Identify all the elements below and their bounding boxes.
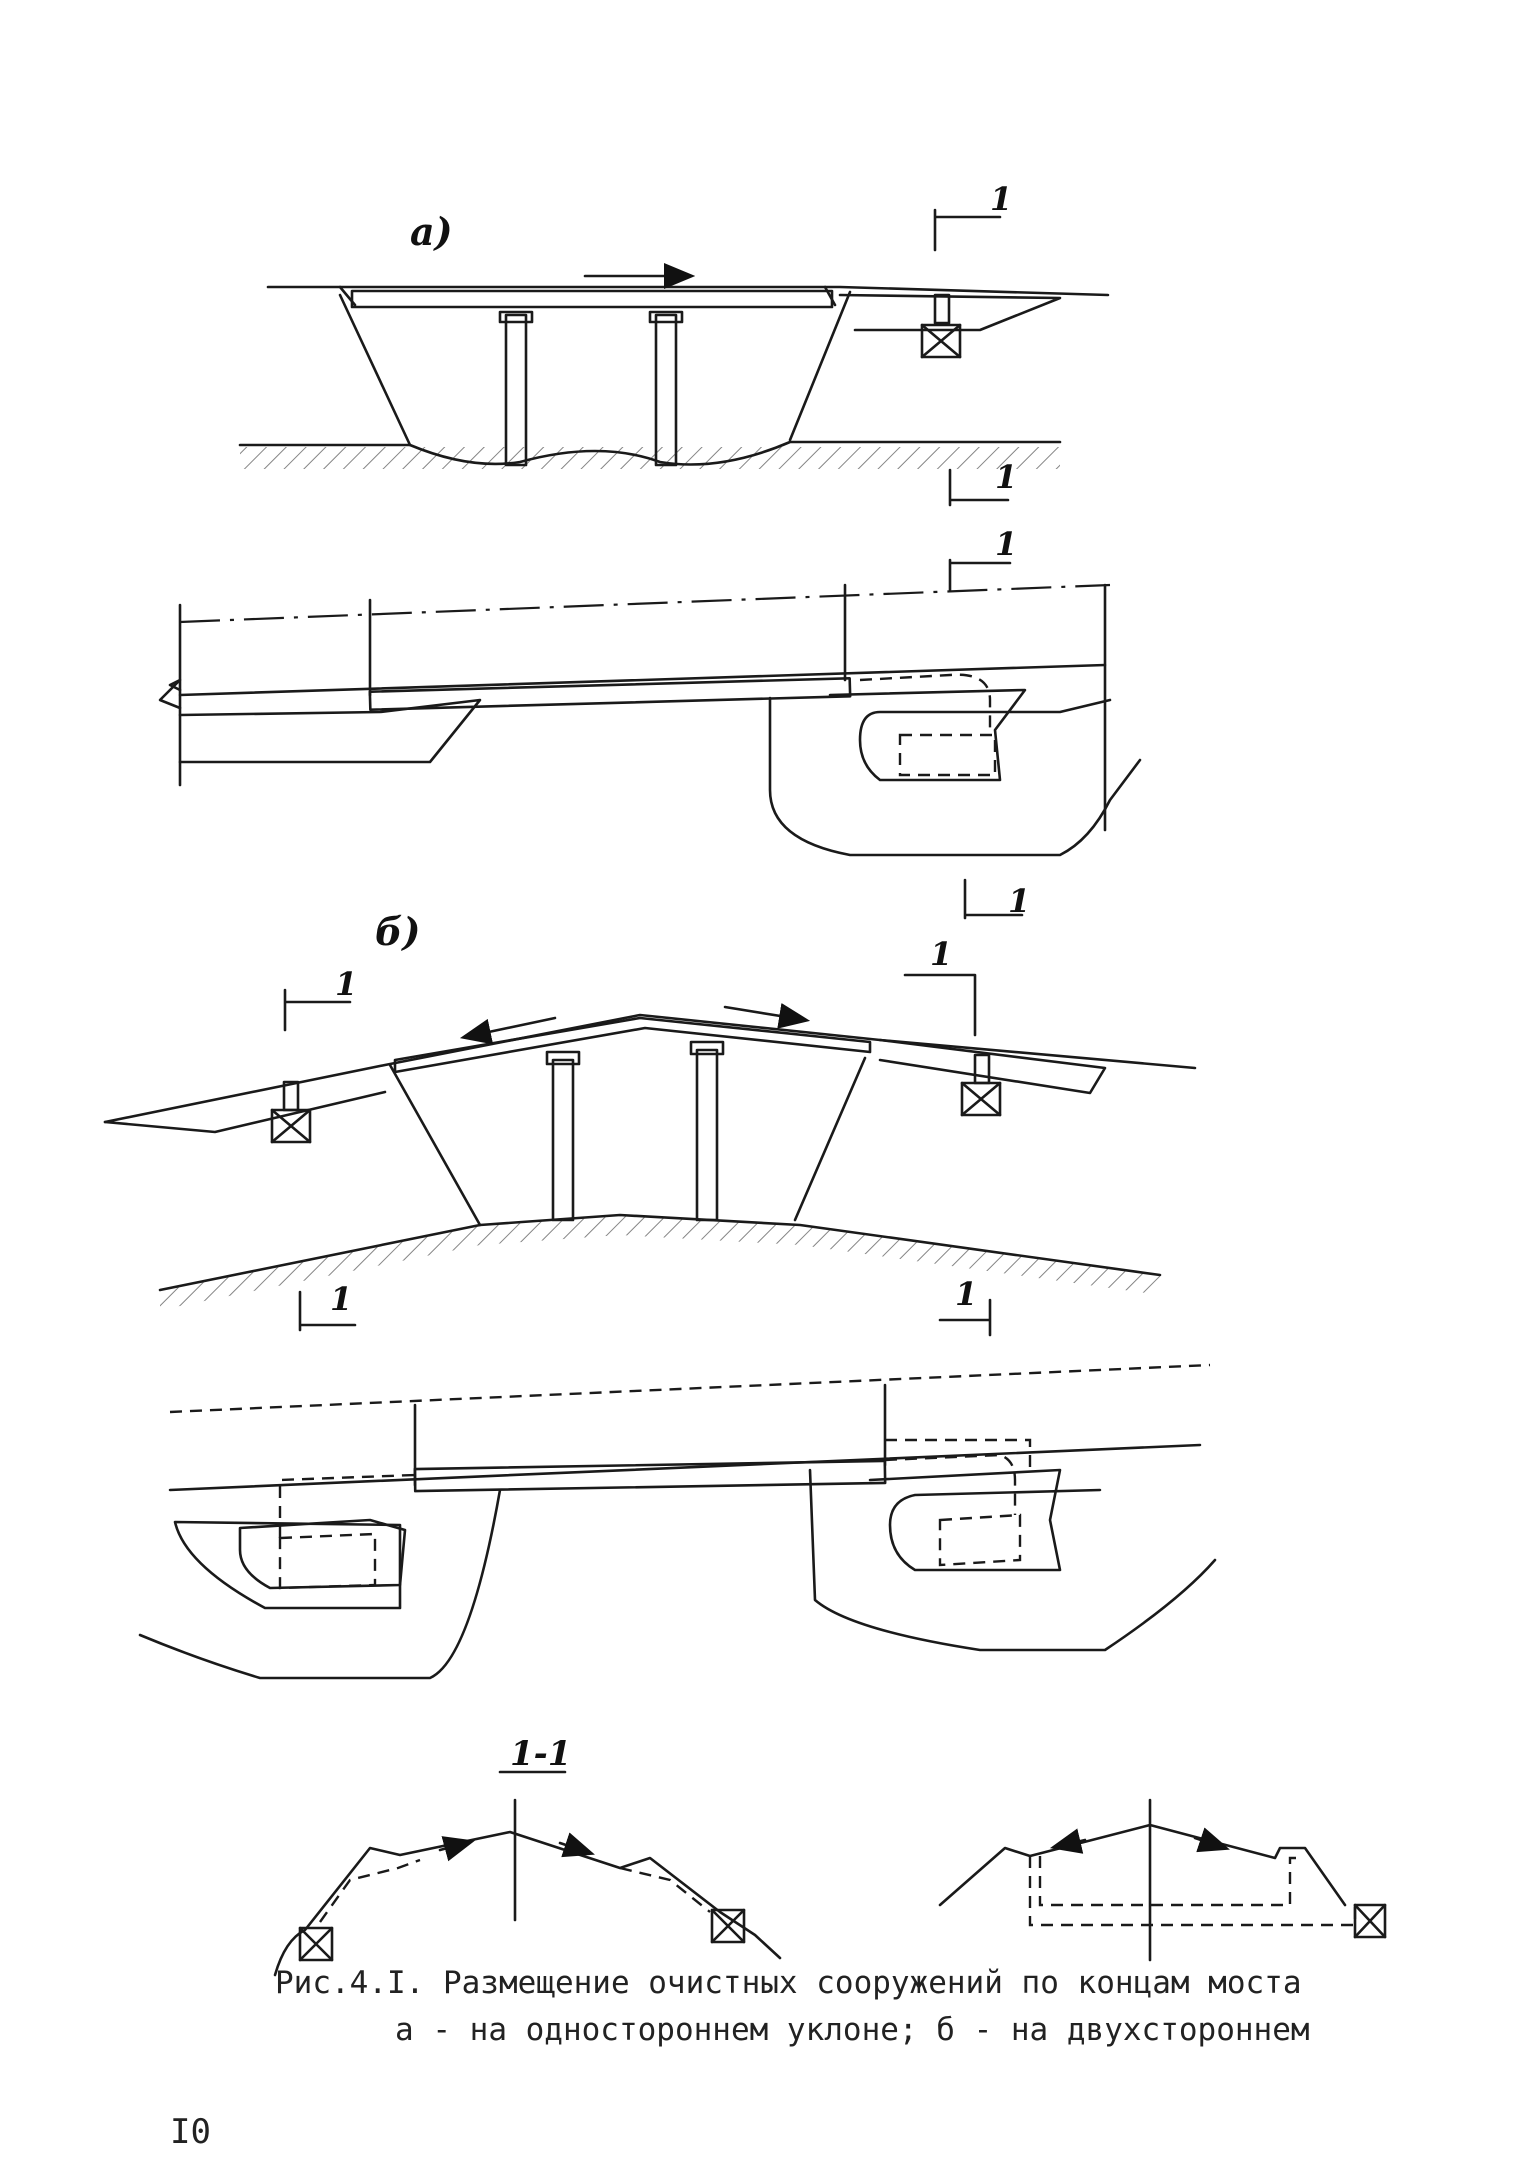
treatment-box-section-3 bbox=[1353, 1903, 1387, 1939]
variant-b-label: б) bbox=[375, 909, 420, 954]
road-line-a bbox=[266, 285, 1110, 297]
embankment-right-b bbox=[878, 1038, 1107, 1095]
plan-deck-a bbox=[368, 677, 852, 711]
variant-b-elevation: б) 1 1 1 1 bbox=[103, 909, 1197, 1337]
section-mark-b-top-left bbox=[283, 988, 352, 1032]
variant-a-elevation: а) 1 1 bbox=[238, 180, 1110, 507]
pier-1-b bbox=[551, 1058, 575, 1222]
pipe-left-plan-b bbox=[278, 1473, 416, 1538]
caption-line-1: Рис.4.I. Размещение очистных сооружений … bbox=[275, 1965, 1302, 2001]
variant-a-label: а) bbox=[410, 209, 453, 254]
inlet-left-inner-b bbox=[238, 1518, 407, 1590]
treatment-box-section-2 bbox=[710, 1908, 746, 1944]
section-arrow-right-1 bbox=[1049, 1828, 1087, 1854]
section-arrow-right-2 bbox=[1193, 1827, 1230, 1853]
treatment-box-section-1 bbox=[298, 1926, 334, 1962]
section-mark-b-bottom-left bbox=[298, 1290, 357, 1332]
treatment-box-cross-b-right bbox=[960, 1081, 1002, 1117]
cone-right-b bbox=[793, 1056, 867, 1222]
section-num-b-bottom-left: 1 bbox=[330, 1280, 352, 1318]
pier-2-b bbox=[695, 1048, 719, 1222]
tank-right-plan-b bbox=[938, 1513, 1022, 1567]
section-profile-left bbox=[273, 1830, 782, 1977]
section-1-1: 1-1 bbox=[273, 1734, 1387, 1977]
treatment-box-section-3-cross bbox=[1353, 1903, 1387, 1939]
variant-b-plan bbox=[138, 1363, 1217, 1680]
section-mark-a-plan-top bbox=[948, 558, 1012, 592]
section-num-b-top-left: 1 bbox=[335, 965, 357, 1003]
deck-ends-plan-a bbox=[368, 583, 847, 697]
section-mark-a-plan-bottom bbox=[963, 878, 1024, 920]
tank-plan-a bbox=[898, 733, 997, 777]
axis-line-b bbox=[169, 1363, 1211, 1414]
treatment-box-b-left bbox=[270, 1108, 312, 1144]
inlet-shape-a bbox=[828, 688, 1112, 782]
embankment-right-plan-a bbox=[768, 696, 1142, 857]
pipe-right-plan-b bbox=[884, 1453, 1017, 1515]
page-number: I0 bbox=[170, 2112, 211, 2152]
curb-line-a bbox=[178, 663, 1107, 697]
treatment-box-b-right bbox=[960, 1081, 1002, 1117]
treatment-box-section-2-cross bbox=[710, 1908, 746, 1944]
pipe-right-top-b bbox=[885, 1438, 1032, 1470]
pier-1-a bbox=[504, 313, 528, 467]
cone-right-a bbox=[788, 290, 852, 442]
bridge-deck-b bbox=[393, 1016, 872, 1074]
tank-left-plan-b bbox=[278, 1532, 377, 1590]
section-pipes-right bbox=[1028, 1856, 1357, 1927]
section-num-a-top: 1 bbox=[990, 180, 1012, 218]
pipe-plan-a bbox=[859, 673, 992, 730]
treatment-box-cross-b-left bbox=[270, 1108, 312, 1144]
inlet-left-plan-b bbox=[173, 1520, 402, 1610]
section-mark-b-bottom-right bbox=[938, 1298, 992, 1337]
section-mark-a-top bbox=[933, 208, 1002, 252]
pier-cap-2-b bbox=[689, 1040, 725, 1056]
section-arrow-left-1 bbox=[438, 1836, 476, 1862]
section-num-b-top-right: 1 bbox=[930, 935, 952, 973]
treatment-box-cross-a bbox=[920, 323, 962, 359]
treatment-box-a bbox=[920, 323, 962, 359]
axis-line-a bbox=[179, 583, 1111, 624]
section-num-a-plan-bottom: 1 bbox=[1008, 882, 1030, 920]
road-line-b bbox=[103, 1013, 1197, 1124]
pier-cap-2-a bbox=[648, 310, 684, 324]
bridge-deck-a bbox=[350, 289, 834, 309]
section-arrow-left-2 bbox=[558, 1832, 595, 1858]
cone-left-b bbox=[388, 1063, 482, 1227]
section-mark-a-bottom bbox=[948, 468, 1010, 507]
section-num-a-plan-top: 1 bbox=[995, 525, 1017, 563]
section-profile-right bbox=[938, 1823, 1347, 1907]
section-title: 1-1 bbox=[510, 1734, 571, 1774]
embankment-right-plan-b bbox=[808, 1468, 1217, 1652]
inlet-pipe-a bbox=[933, 293, 951, 325]
pier-cap-1-a bbox=[498, 310, 534, 324]
pier-cap-1-b bbox=[545, 1050, 581, 1066]
treatment-box-section-1-cross bbox=[298, 1926, 334, 1962]
flow-arrow-b-left bbox=[459, 1016, 557, 1045]
ground-hatch-a bbox=[240, 447, 1060, 469]
inlet-right-inner-b bbox=[868, 1468, 1102, 1572]
ground-hatch-b bbox=[160, 1215, 1160, 1310]
pier-2-a bbox=[654, 313, 678, 467]
variant-a-plan: 1 1 bbox=[158, 525, 1142, 920]
section-num-b-bottom-right: 1 bbox=[955, 1275, 977, 1313]
flow-arrow-b-right bbox=[723, 1002, 811, 1029]
section-num-a-bottom: 1 bbox=[995, 458, 1017, 496]
break-mark-a bbox=[158, 678, 182, 710]
curb-line-b bbox=[168, 1443, 1202, 1492]
embankment-left-b bbox=[103, 1090, 387, 1134]
section-pipes-left bbox=[319, 1858, 711, 1923]
cone-left-a bbox=[338, 293, 412, 447]
caption-line-2: а - на одностороннем уклоне; б - на двух… bbox=[395, 2012, 1310, 2048]
embankment-left-plan-a bbox=[178, 698, 482, 764]
embankment-left-plan-b bbox=[138, 1488, 502, 1680]
inlet-pipe-b-right bbox=[973, 1053, 991, 1085]
section-mark-b-top-right bbox=[903, 973, 977, 1037]
